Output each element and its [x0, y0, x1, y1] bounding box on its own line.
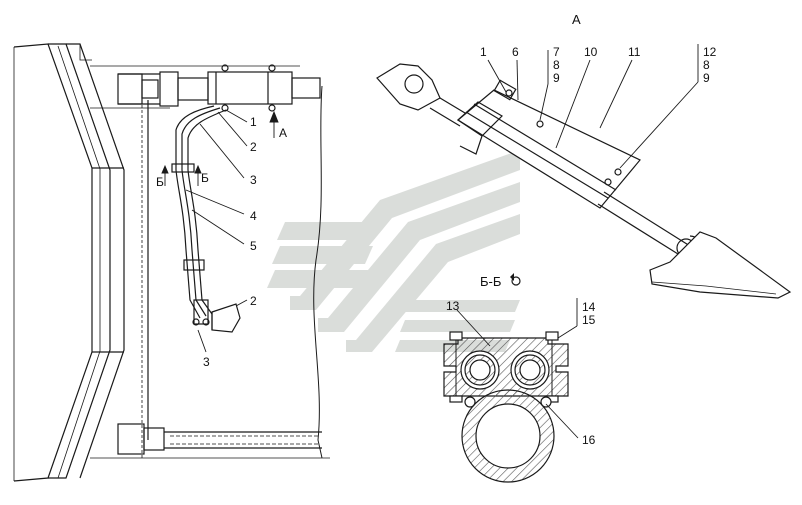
- rotated-view-icon: [510, 273, 521, 286]
- callout-a-8: 8: [553, 58, 560, 72]
- view-a-leaders: [487, 44, 699, 169]
- section-mark-right: Б: [201, 171, 209, 185]
- callout-a-10: 10: [584, 45, 598, 59]
- section-bb-label: Б-Б: [480, 274, 501, 289]
- view-a-cylinder: [376, 63, 792, 299]
- callout-1: 1: [250, 115, 257, 129]
- section-bb-leaders: [456, 298, 579, 439]
- company-logo-watermark: [267, 150, 520, 352]
- callout-a-1: 1: [480, 45, 487, 59]
- view-arrow-a-label: А: [279, 126, 287, 140]
- view-a-callouts: 1 6 7 8 9 10 11 12 8 9: [480, 45, 717, 85]
- callout-15: 15: [582, 313, 596, 327]
- callout-14: 14: [582, 300, 596, 314]
- callout-a-8b: 8: [703, 58, 710, 72]
- callout-a-9b: 9: [703, 71, 710, 85]
- callout-3-lower: 3: [203, 355, 210, 369]
- callout-2: 2: [250, 140, 257, 154]
- blade-frame: [13, 43, 330, 482]
- callout-2-lower: 2: [250, 294, 257, 308]
- callout-13: 13: [446, 299, 460, 313]
- hydraulic-hoses: [171, 105, 241, 333]
- callouts-left: 1 2 3 4 5 2 3 А Б Б: [156, 115, 287, 369]
- callout-a-6: 6: [512, 45, 519, 59]
- callout-5: 5: [250, 239, 257, 253]
- callout-a-11: 11: [628, 45, 641, 59]
- section-mark-left: Б: [156, 175, 164, 189]
- section-bb-title: Б-Б: [480, 273, 521, 289]
- callout-4: 4: [250, 209, 257, 223]
- callout-a-9: 9: [553, 71, 560, 85]
- callout-a-7: 7: [553, 45, 560, 59]
- callout-a-12: 12: [703, 45, 717, 59]
- section-bb-drawing: [443, 331, 569, 483]
- callout-16: 16: [582, 433, 596, 447]
- view-a-label: А: [572, 12, 581, 27]
- hydraulic-cylinder-left-view: [159, 64, 321, 112]
- callout-3: 3: [250, 173, 257, 187]
- view-a-title: А: [572, 12, 581, 27]
- section-bb-callouts: 13 14 15 16: [446, 299, 596, 447]
- callout-leaders-left: [161, 109, 279, 353]
